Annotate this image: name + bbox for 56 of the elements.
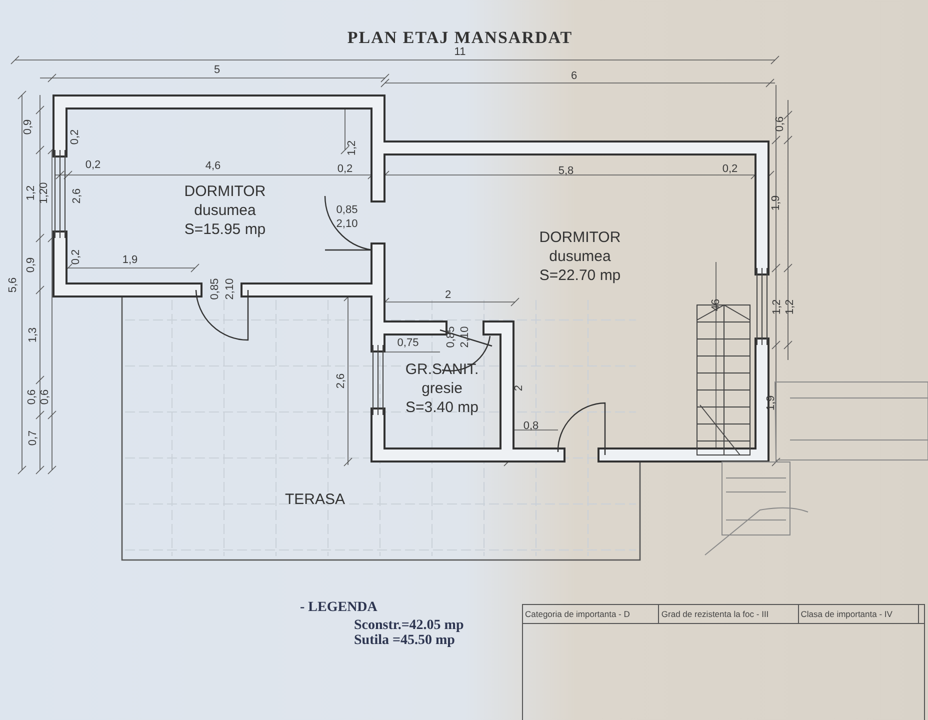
classification-text: Categoria de importanta - D [522, 604, 659, 624]
dimension-value: 5 [214, 64, 220, 76]
dimension-value: 0,6 [26, 389, 38, 405]
dimension-value: 2 [513, 384, 525, 392]
room-area: S=15.95 mp [184, 220, 266, 239]
dimension-value: 0,9 [25, 257, 37, 273]
dimension-value: 1,2 [346, 140, 358, 156]
dimension-value: 0,9 [22, 119, 34, 135]
dimension-value: 2,6 [335, 373, 347, 389]
dimension-value: 0,2 [69, 129, 81, 145]
dimension-value: 2,6 [71, 188, 83, 204]
dimension-value: 0,6 [774, 116, 786, 132]
dimension-value: 1,20 [38, 182, 50, 204]
classification-text: Grad de rezistenta la foc - III [658, 604, 798, 624]
dimension-value: 1,9 [122, 254, 138, 266]
dimension-value: 0,2 [337, 163, 353, 175]
area-summary: Sconstr.=42.05 mp [354, 618, 464, 634]
dimension-value: 0,7 [27, 430, 39, 446]
legend-heading: - LEGENDA [300, 600, 378, 616]
dimension-value: 46 [710, 298, 722, 312]
dimension-value: 0,85 [209, 278, 221, 300]
floor-finish: gresie [422, 379, 462, 398]
dimension-value: 2,10 [336, 218, 358, 230]
area-summary: Sutila =45.50 mp [354, 633, 455, 649]
floor-finish: dusumea [549, 247, 611, 266]
dimension-value: 0,2 [722, 163, 738, 175]
room-area: S=3.40 mp [406, 398, 478, 417]
dimension-value: 1,9 [770, 195, 782, 211]
dimension-value: 0,6 [39, 389, 51, 405]
dimension-value: 1,2 [784, 299, 796, 315]
room-name: DORMITOR [184, 182, 266, 201]
area-name: TERASA [284, 490, 345, 509]
room-name: DORMITOR [539, 228, 621, 247]
dimension-value: 5,6 [7, 277, 19, 293]
dimension-value: 0,75 [397, 337, 419, 349]
dimension-value: 1,2 [771, 299, 783, 315]
dimension-value: 0,85 [336, 204, 358, 216]
classification-text: Clasa de importanta - IV [798, 604, 918, 624]
dimension-value: 0,85 [445, 326, 457, 348]
room-name: GR.SANIT. [405, 360, 479, 379]
dimension-value: 2,10 [459, 326, 471, 348]
dimension-value: 6 [570, 70, 578, 82]
room-area: S=22.70 mp [539, 266, 621, 285]
dimension-value: 0,2 [70, 249, 82, 265]
dimension-value: 11 [454, 46, 466, 58]
plan-title: PLAN ETAJ MANSARDAT [347, 28, 573, 47]
dimension-value: 2 [444, 289, 452, 301]
dimension-value: 0,8 [523, 420, 539, 432]
dimension-value: 1,2 [25, 185, 37, 201]
dimension-value: 4,6 [205, 160, 221, 172]
dimension-value: 5,8 [558, 165, 574, 177]
floor-finish: dusumea [194, 201, 256, 220]
dimension-value: 1,3 [27, 327, 39, 343]
dimension-value: 2,10 [224, 278, 236, 300]
dimension-value: 1,9 [765, 395, 777, 411]
dimension-value: 0,2 [85, 159, 101, 171]
